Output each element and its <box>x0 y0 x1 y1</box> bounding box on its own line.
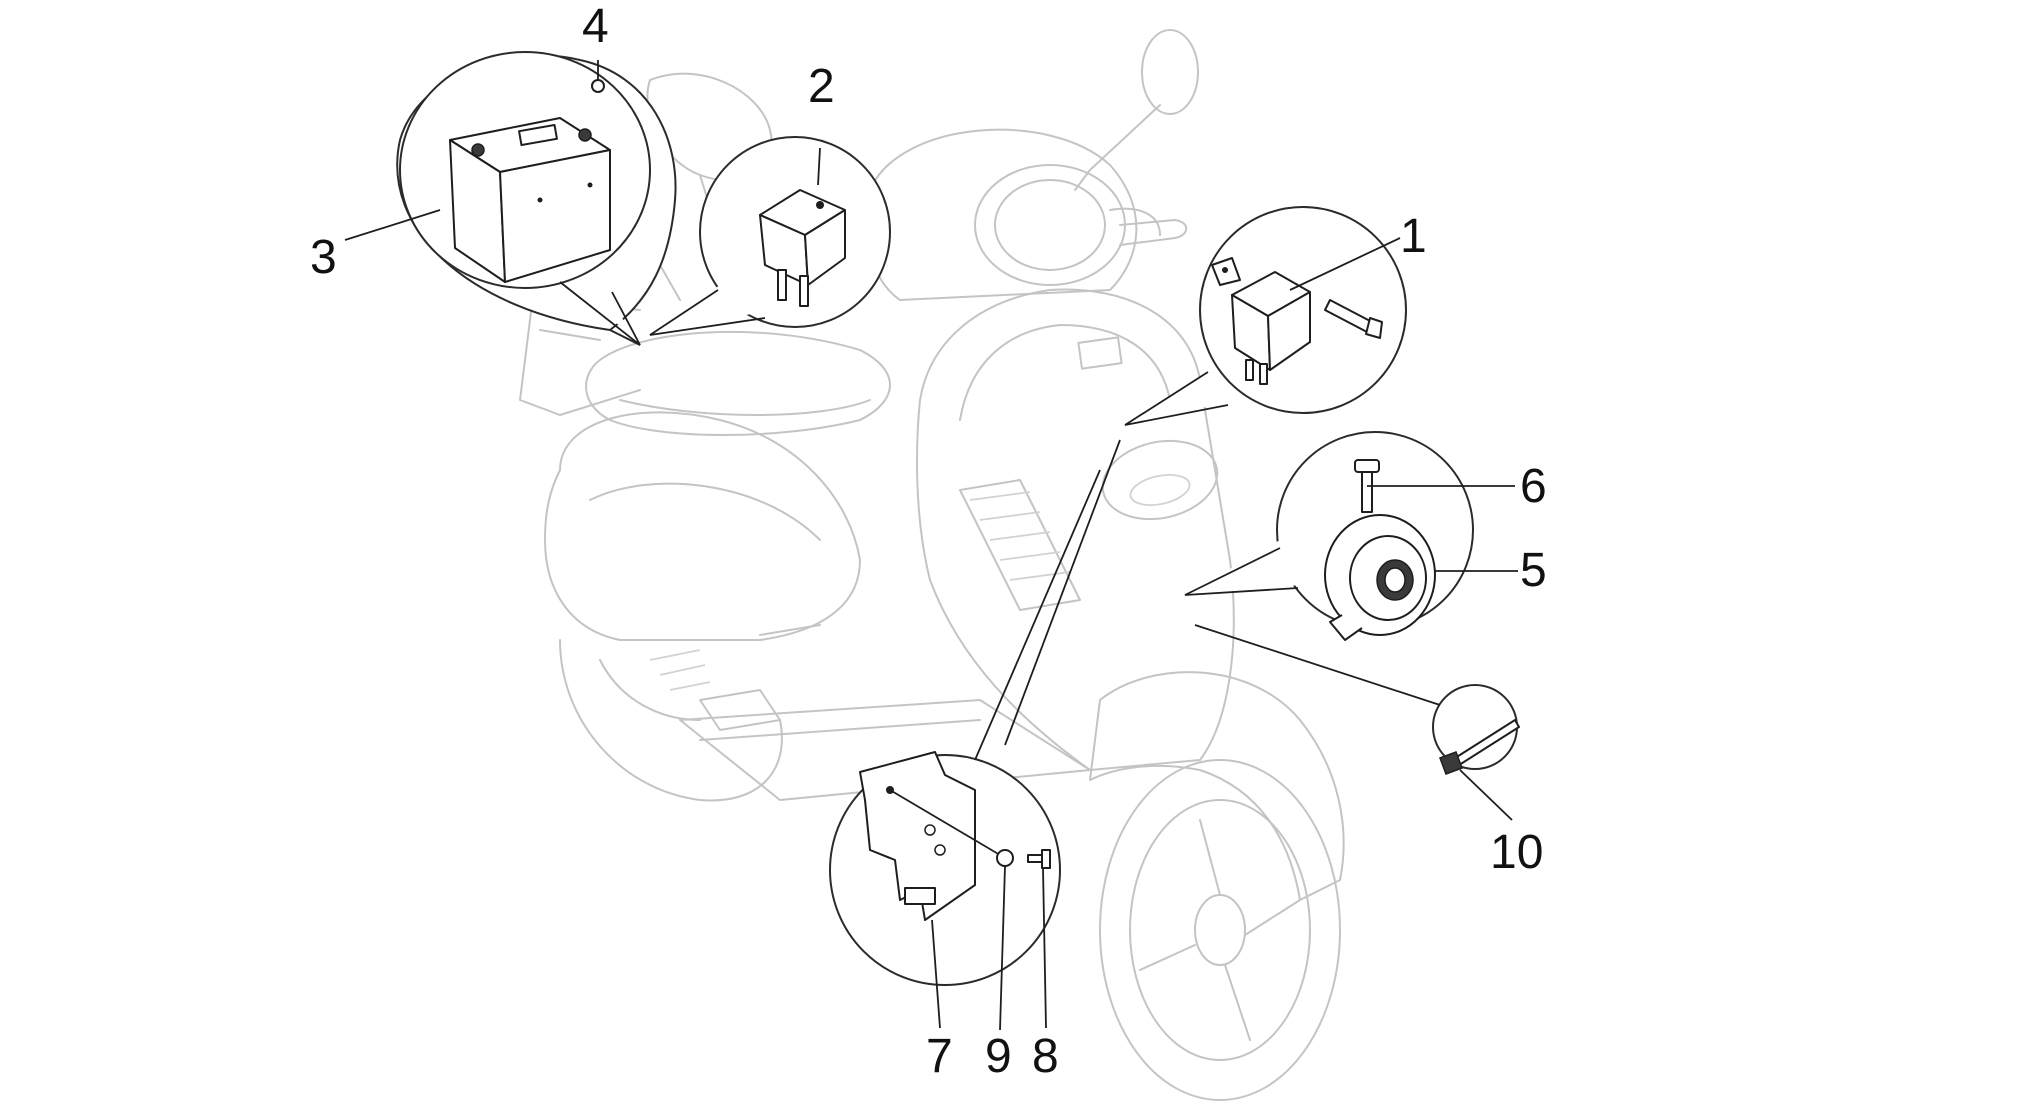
callout-4: 4 <box>582 0 609 53</box>
flasher-relay-detail <box>1124 206 1407 426</box>
bolt-detail <box>1194 624 1520 775</box>
screw-icon <box>1027 849 1051 869</box>
battery-detail <box>396 51 677 346</box>
callout-numbers: 1 2 3 4 5 6 7 9 8 10 <box>310 0 1547 1083</box>
washer-icon <box>996 849 1014 867</box>
callout-2: 2 <box>808 60 835 113</box>
horn-screw-icon <box>1354 459 1380 513</box>
bracket-icon <box>859 751 1001 921</box>
callout-1: 1 <box>1400 210 1427 263</box>
callout-5: 5 <box>1520 544 1547 597</box>
bolt-icon <box>1324 299 1383 339</box>
callout-8: 8 <box>1032 1030 1059 1083</box>
battery-icon <box>449 117 611 283</box>
long-bolt-icon <box>1439 719 1520 775</box>
callout-10: 10 <box>1490 826 1543 879</box>
battery-cap-icon <box>591 79 605 93</box>
callout-9: 9 <box>985 1030 1012 1083</box>
relay-icon <box>759 189 846 307</box>
flasher-relay-icon <box>1211 257 1311 385</box>
relay-detail <box>649 136 891 336</box>
horn-detail <box>1184 431 1474 641</box>
callout-leaders <box>344 60 1518 1031</box>
callout-3: 3 <box>310 231 337 284</box>
callout-7: 7 <box>926 1030 953 1083</box>
horn-icon <box>1324 514 1436 641</box>
callout-6: 6 <box>1520 460 1547 513</box>
